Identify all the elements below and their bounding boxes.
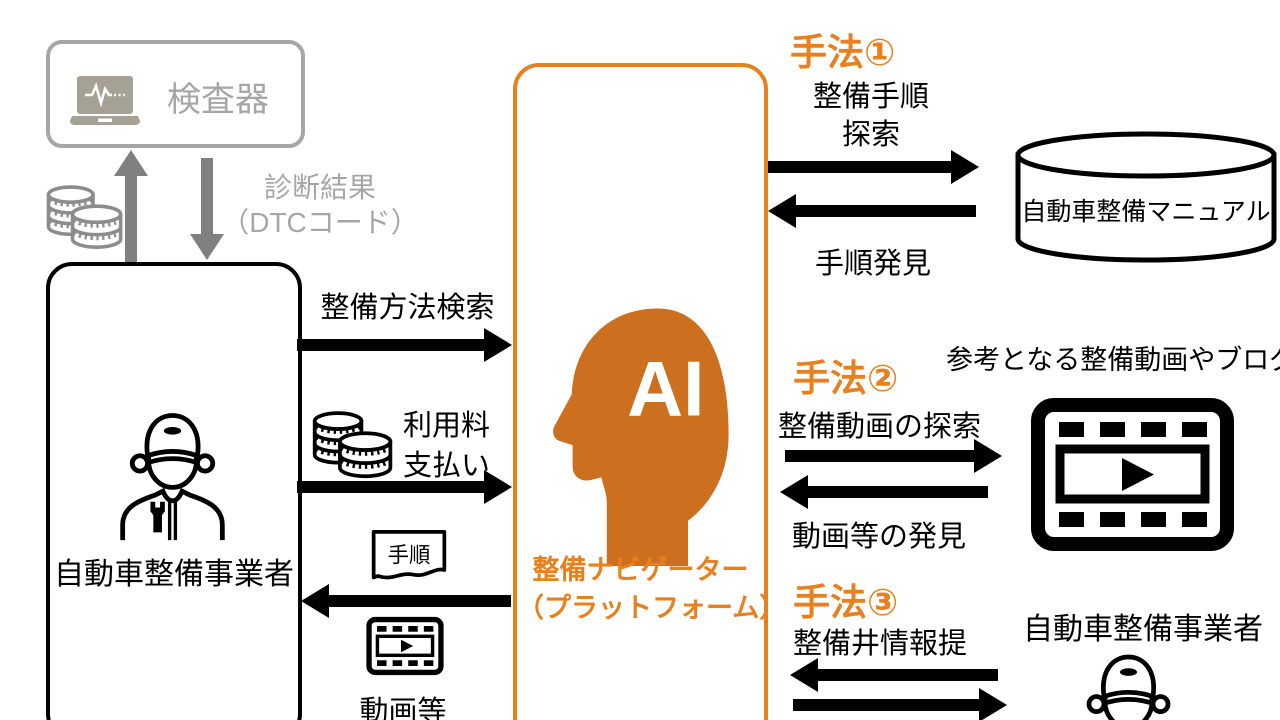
arrow-method1-right [768, 150, 979, 184]
method3-target-label: 自動車整備事業者 [1023, 613, 1263, 646]
left-actor-box: 自動車整備事業者 [46, 262, 302, 720]
video-small-icon [366, 616, 444, 676]
arrow-search-right [297, 328, 512, 362]
platform-name: 整備ナビゲーター （プラットフォーム） [517, 551, 787, 627]
flow-fee-line2: 支払い [403, 450, 491, 482]
method1-request-line1: 整備手順 [812, 81, 929, 113]
method1-target-label: 自動車整備マニュアル [1021, 198, 1271, 226]
procedure-document-label: 手順 [388, 544, 431, 568]
method2-response: 動画等の発見 [792, 521, 967, 553]
ai-head-icon: AI [553, 308, 729, 566]
method3-title: 手法③ [793, 582, 899, 623]
ai-label: AI [627, 347, 705, 433]
coins-gray-icon [46, 185, 123, 249]
diagnosis-note-line2: （DTCコード） [221, 207, 419, 238]
left-actor-label: 自動車整備事業者 [54, 558, 294, 591]
procedure-document-icon: 手順 [371, 530, 447, 580]
method2-request: 整備動画の探索 [778, 411, 982, 443]
method1-title: 手法① [790, 32, 896, 73]
video-large-icon [1031, 398, 1234, 551]
arrow-method3-left [790, 658, 998, 692]
mechanic-icon [120, 413, 225, 541]
diagnostic-laptop-icon [70, 76, 140, 125]
method3-request: 整備井情報提 [793, 628, 968, 660]
arrow-fee-right [297, 470, 512, 504]
mechanic-right-icon [1086, 654, 1171, 720]
flow-fee-line1: 利用料 [403, 410, 491, 442]
arrow-method2-left [780, 475, 988, 509]
platform-box: AI 整備ナビゲーター （プラットフォーム） [513, 63, 787, 720]
method2-caption: 参考となる整備動画やブログ [946, 345, 1280, 375]
flow-video-label: 動画等 [359, 696, 447, 720]
flow-search-label: 整備方法検索 [320, 292, 495, 324]
arrow-method2-right [785, 439, 1002, 473]
arrow-method1-left [768, 194, 976, 228]
inspector-device-box: 検査器 [46, 40, 305, 148]
arrow-method3-right [793, 688, 1007, 720]
coins-black-icon [312, 411, 393, 479]
flow-fee-label: 利用料 支払い [403, 406, 490, 486]
platform-name-line2: （プラットフォーム） [517, 593, 787, 623]
diagnosis-note: 診断結果 （DTCコード） [213, 170, 427, 240]
method1-response: 手順発見 [814, 248, 931, 280]
arrow-up-to-inspector [114, 150, 148, 262]
arrow-return-left [301, 584, 511, 618]
method1-request: 整備手順 探索 [786, 78, 956, 154]
inspector-label: 検査器 [167, 81, 269, 119]
manual-database-icon [1015, 131, 1277, 263]
platform-name-line1: 整備ナビゲーター [532, 555, 749, 585]
diagnosis-note-line1: 診断結果 [263, 172, 376, 203]
arrow-down-diagnosis [190, 158, 224, 260]
method1-request-line2: 探索 [841, 119, 900, 151]
method2-title: 手法② [793, 358, 899, 399]
